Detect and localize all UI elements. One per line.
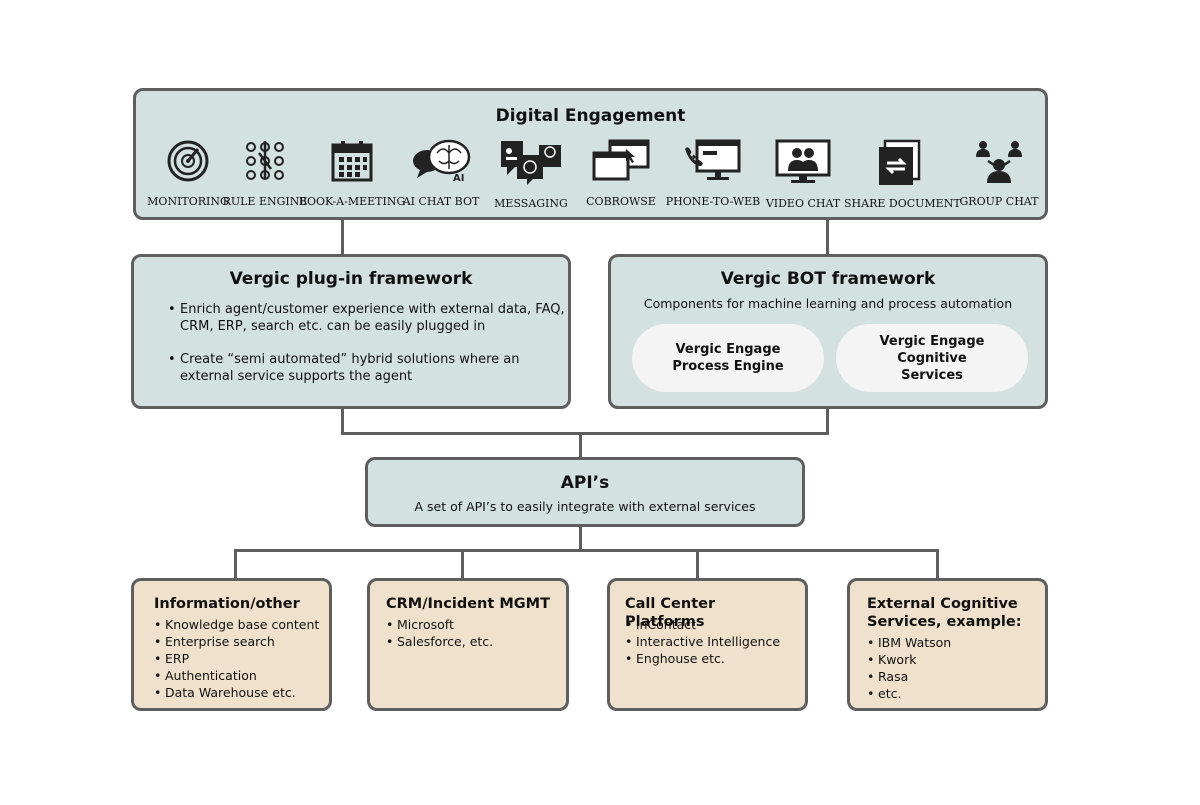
ai-icon-text: AI — [453, 173, 464, 183]
integration-title: Information/other — [154, 596, 300, 612]
calendar-icon — [331, 141, 373, 182]
apis-box: API’s A set of API’s to easily integrate… — [365, 457, 805, 527]
channel-label: BOOK-A-MEETING — [298, 195, 406, 208]
list-item: Rasa — [867, 668, 1039, 685]
channel-phone-to-web: PHONE-TO-WEB — [658, 139, 768, 208]
rule-engine-icon — [246, 141, 284, 180]
plugin-framework-box: Vergic plug-in framework Enrich agent/cu… — [131, 254, 571, 409]
bot-framework-box: Vergic BOT framework Components for mach… — [608, 254, 1048, 409]
channel-label: RULE ENGINE — [222, 195, 308, 208]
pill-label: Vergic Engage Cognitive Services — [879, 333, 985, 383]
connector-to-crm — [461, 549, 464, 580]
list-item: ERP — [154, 650, 323, 667]
integration-list: inContact Interactive Intelligence Engho… — [625, 616, 799, 667]
channel-ai-chat-bot: AI AI CHAT BOT — [386, 139, 496, 208]
integration-list: Knowledge base content Enterprise search… — [154, 616, 323, 701]
list-item: Interactive Intelligence — [625, 633, 799, 650]
connector-to-callcenter — [696, 549, 699, 580]
integration-list: IBM Watson Kwork Rasa etc. — [867, 634, 1039, 702]
connector-integrations-horizontal — [234, 549, 939, 552]
pill-label: Vergic Engage Process Engine — [672, 342, 784, 374]
list-item: IBM Watson — [867, 634, 1039, 651]
connector-plugin-down — [341, 408, 344, 435]
channel-label: GROUP CHAT — [959, 195, 1039, 208]
list-item: Knowledge base content — [154, 616, 323, 633]
cognitive-services-pill: Vergic Engage Cognitive Services — [836, 324, 1028, 392]
list-item: Kwork — [867, 651, 1039, 668]
channel-label: SHARE DOCUMENT — [844, 197, 961, 210]
connector-merge-to-api — [579, 432, 582, 459]
list-item: Microsoft — [386, 616, 560, 633]
phone-to-web-icon — [685, 139, 741, 180]
list-item: Data Warehouse etc. — [154, 684, 323, 701]
channel-label: MONITORING — [147, 195, 229, 208]
radar-icon — [167, 140, 209, 182]
channel-label: PHONE-TO-WEB — [665, 195, 761, 208]
bot-framework-title: Vergic BOT framework — [720, 269, 936, 289]
messaging-icon — [501, 141, 561, 185]
channel-cobrowse: COBROWSE — [566, 139, 676, 208]
connector-bot-down — [826, 408, 829, 435]
integration-information-box: Information/other Knowledge base content… — [131, 578, 332, 711]
channel-share-document: SHARE DOCUMENT — [844, 139, 961, 210]
integration-cognitive-box: External Cognitive Services, example: IB… — [847, 578, 1048, 711]
list-item: Create “semi automated” hybrid solutions… — [168, 351, 568, 385]
connector-de-bot — [826, 219, 829, 256]
plugin-framework-title: Vergic plug-in framework — [229, 269, 473, 289]
apis-title: API’s — [560, 473, 610, 493]
connector-to-cognitive — [936, 549, 939, 580]
integration-list: Microsoft Salesforce, etc. — [386, 616, 560, 650]
channel-label: VIDEO CHAT — [765, 197, 841, 210]
apis-subtitle: A set of API’s to easily integrate with … — [414, 499, 756, 514]
integration-callcenter-box: Call Center Platforms inContact Interact… — [607, 578, 808, 711]
channel-messaging: MESSAGING — [476, 139, 586, 210]
digital-engagement-box: Digital Engagement MONITORING RULE ENGIN… — [133, 88, 1048, 220]
list-item: Authentication — [154, 667, 323, 684]
channel-label: COBROWSE — [586, 195, 656, 208]
channel-label: MESSAGING — [494, 197, 568, 210]
video-chat-icon — [775, 139, 831, 183]
share-document-icon — [879, 139, 921, 185]
integration-title: CRM/Incident MGMT — [386, 596, 550, 612]
channel-video-chat: VIDEO CHAT — [748, 139, 858, 210]
process-engine-pill: Vergic Engage Process Engine — [632, 324, 824, 392]
connector-api-down — [579, 526, 582, 551]
list-item: Salesforce, etc. — [386, 633, 560, 650]
channel-group-chat: GROUP CHAT — [944, 139, 1054, 208]
channel-book-a-meeting: BOOK-A-MEETING — [297, 139, 407, 208]
list-item: Enghouse etc. — [625, 650, 799, 667]
list-item: Enterprise search — [154, 633, 323, 650]
connector-de-plugin — [341, 219, 344, 256]
connector-merge-horizontal — [341, 432, 829, 435]
group-chat-icon — [976, 141, 1022, 183]
channel-label: AI CHAT BOT — [402, 195, 480, 208]
integration-title: External Cognitive Services, example: — [867, 596, 1022, 630]
plugin-framework-list: Enrich agent/customer experience with ex… — [168, 301, 568, 401]
channel-rule-engine: RULE ENGINE — [210, 139, 320, 208]
connector-to-info — [234, 549, 237, 580]
list-item: Enrich agent/customer experience with ex… — [168, 301, 568, 335]
digital-engagement-title: Digital Engagement — [495, 106, 686, 126]
channel-monitoring: MONITORING — [133, 139, 243, 208]
ai-chat-bot-icon: AI — [413, 139, 471, 183]
cobrowse-icon — [592, 139, 650, 181]
integration-crm-box: CRM/Incident MGMT Microsoft Salesforce, … — [367, 578, 569, 711]
list-item: inContact — [625, 616, 799, 633]
list-item: etc. — [867, 685, 1039, 702]
bot-framework-subtitle: Components for machine learning and proc… — [643, 296, 1013, 311]
